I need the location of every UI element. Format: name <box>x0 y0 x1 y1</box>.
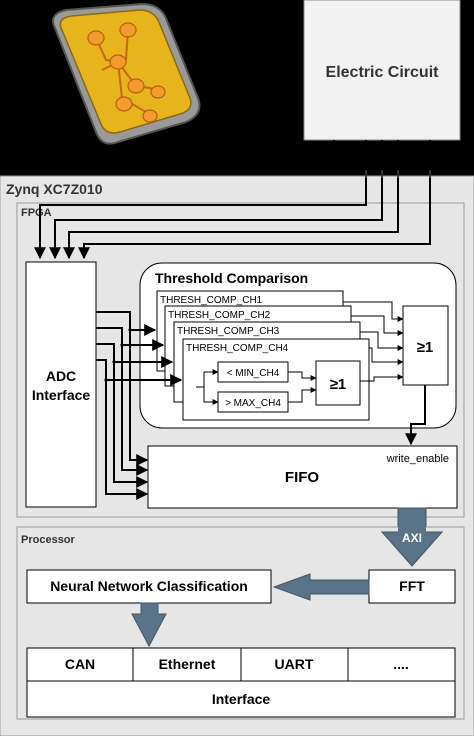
fpga-label: FPGA <box>21 207 52 219</box>
electric-circuit-box <box>303 0 461 141</box>
adc-output-lines <box>96 311 183 500</box>
axi-label-front: AXI <box>402 531 422 545</box>
threshold-wiring <box>196 301 404 405</box>
thresh-ch4-label: THRESH_COMP_CH4 <box>186 343 289 354</box>
interface-ethernet-label: Ethernet <box>159 656 216 672</box>
fft-box <box>368 569 456 604</box>
thresh-ch1-label: THRESH_COMP_CH1 <box>160 295 263 306</box>
interface-can-box <box>26 647 134 682</box>
adc-label-line2: Interface <box>32 387 91 403</box>
adc-label-line1: ADC <box>46 368 76 384</box>
interface-uart-label: UART <box>275 656 314 672</box>
interface-can-label: CAN <box>65 656 95 672</box>
thresh-ch3-label: THRESH_COMP_CH3 <box>177 326 280 337</box>
interface-label: Interface <box>212 691 271 707</box>
fifo-label: FIFO <box>285 469 319 486</box>
processor-label: Processor <box>21 534 76 546</box>
fft-to-nn-arrow <box>272 573 370 601</box>
interface-more-label: .... <box>393 656 409 672</box>
thresh-ch2-label: THRESH_COMP_CH2 <box>168 310 271 321</box>
nn-classification-label: Neural Network Classification <box>50 578 248 594</box>
sensor-patch-icon <box>52 2 201 145</box>
min-comparator-label: < MIN_CH4 <box>227 368 280 379</box>
max-comparator-label: > MAX_CH4 <box>225 398 281 409</box>
interface-ethernet-box <box>132 647 242 682</box>
outer-or-label: ≥1 <box>417 339 434 356</box>
interface-box <box>26 680 456 718</box>
outer-or-gate <box>402 305 449 386</box>
fifo-box <box>147 445 458 509</box>
fft-label: FFT <box>399 578 425 594</box>
write-enable-wire <box>405 385 426 446</box>
inner-or-gate <box>315 360 361 406</box>
adc-interface-box <box>25 261 97 508</box>
nn-to-interface-arrow <box>131 602 167 648</box>
inner-or-label: ≥1 <box>330 376 347 393</box>
write-enable-label: write_enable <box>386 453 449 465</box>
threshold-title: Threshold Comparison <box>155 270 308 286</box>
electric-circuit-label: Electric Circuit <box>326 64 440 81</box>
chip-label: Zynq XC7Z010 <box>6 181 103 197</box>
